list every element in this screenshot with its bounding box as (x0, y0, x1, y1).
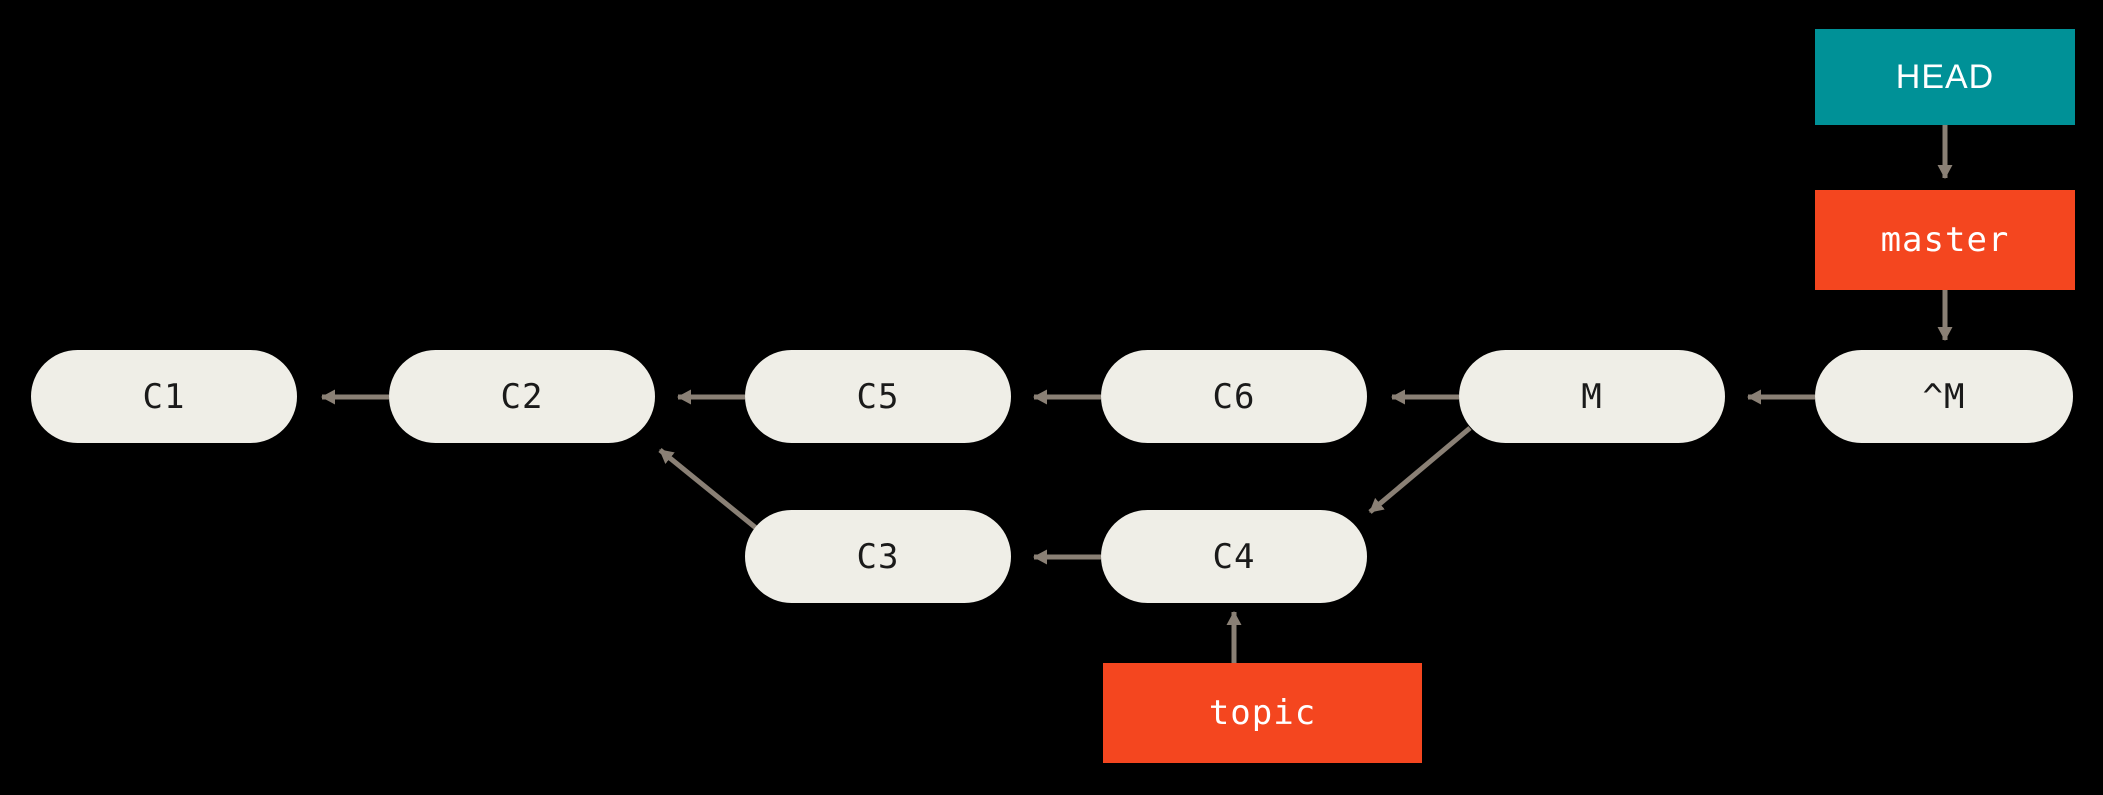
commit-label-c2: C2 (500, 376, 544, 417)
ref-box-master[interactable]: master (1815, 190, 2075, 290)
commit-node-c1[interactable]: C1 (31, 350, 297, 443)
ref-box-topic[interactable]: topic (1103, 663, 1422, 763)
edge-c3-to-c2 (658, 448, 758, 530)
commit-node-c4[interactable]: C4 (1101, 510, 1367, 603)
ref-label-head: HEAD (1895, 57, 1995, 96)
ref-label-master: master (1880, 220, 2010, 260)
commit-node-c6[interactable]: C6 (1101, 350, 1367, 443)
commit-label-caret-m: ^M (1922, 376, 1966, 417)
commit-label-c6: C6 (1212, 376, 1256, 417)
ref-label-topic: topic (1208, 693, 1317, 733)
commit-node-c2[interactable]: C2 (389, 350, 655, 443)
commit-label-c3: C3 (856, 536, 900, 577)
commit-label-c4: C4 (1212, 536, 1256, 577)
commit-node-m[interactable]: M (1459, 350, 1725, 443)
commit-label-c5: C5 (856, 376, 900, 417)
commit-node-caret-m[interactable]: ^M (1815, 350, 2073, 443)
edge-m-to-c4 (1368, 426, 1472, 514)
commit-label-c1: C1 (142, 376, 186, 417)
commit-label-m: M (1581, 376, 1603, 417)
ref-box-head[interactable]: HEAD (1815, 29, 2075, 125)
commit-node-c3[interactable]: C3 (745, 510, 1011, 603)
commit-node-c5[interactable]: C5 (745, 350, 1011, 443)
